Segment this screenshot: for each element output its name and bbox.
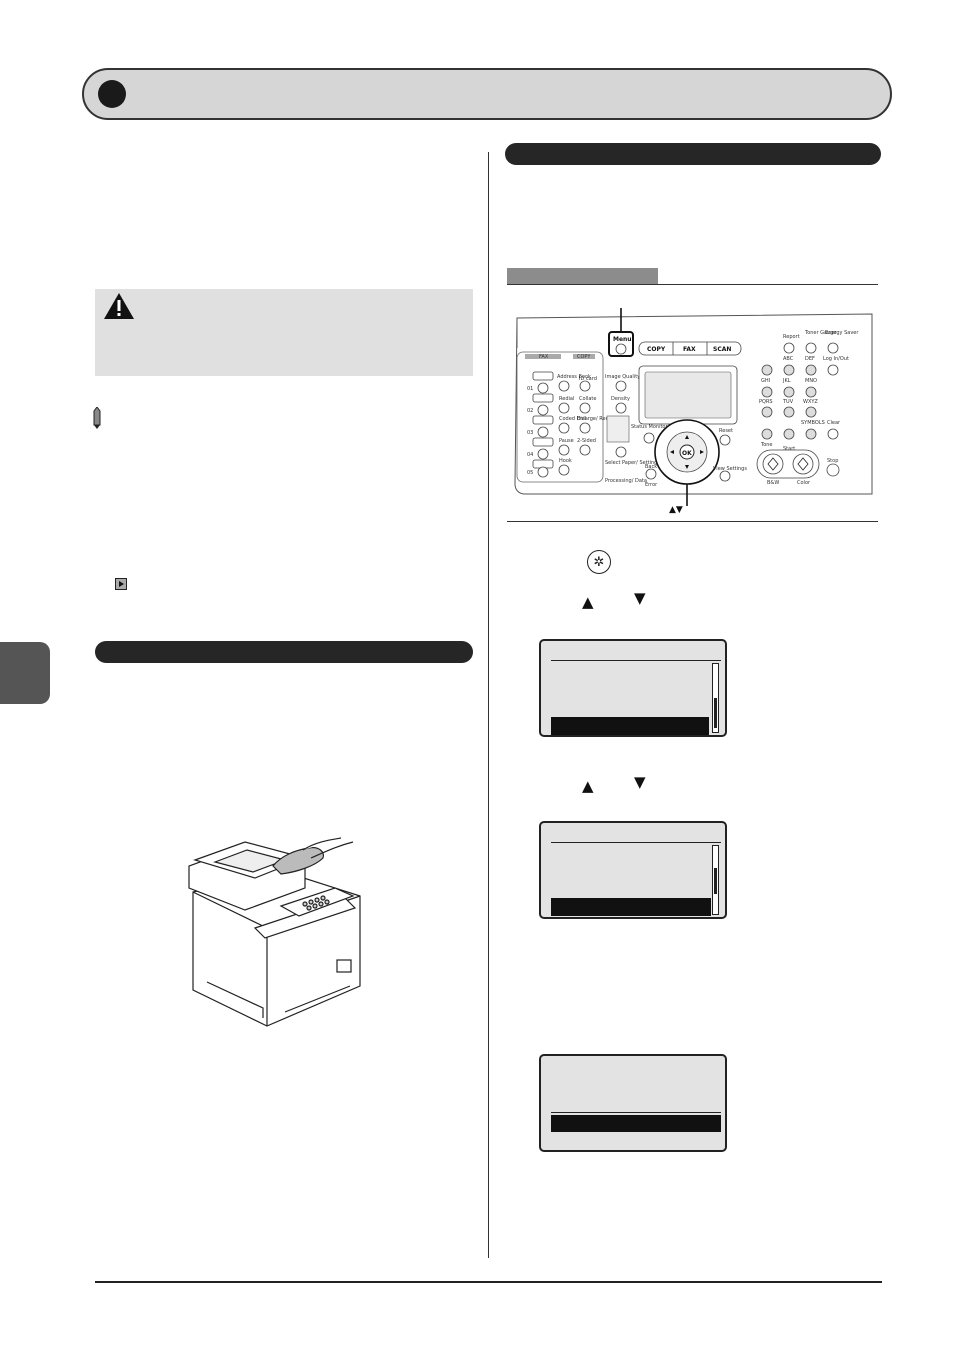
column-divider <box>488 152 489 1258</box>
lcd-1-scroll-thumb <box>714 698 717 728</box>
svg-text:GHI: GHI <box>761 378 770 384</box>
svg-text:Reset: Reset <box>719 428 733 434</box>
up-arrow-icon: ▲ <box>582 593 594 611</box>
svg-text:Density: Density <box>611 396 630 402</box>
svg-text:04: 04 <box>527 452 533 458</box>
arrow-right-icon <box>115 578 127 590</box>
svg-text:COPY: COPY <box>647 346 666 353</box>
lcd-1-selected-row <box>551 717 709 735</box>
lcd-screen-3 <box>539 1054 727 1152</box>
svg-text:FAX: FAX <box>539 354 549 360</box>
svg-text:Collate: Collate <box>579 396 596 402</box>
menu-key-icon: ✲ <box>587 550 611 574</box>
down-arrow-icon-2: ▼ <box>634 773 646 791</box>
svg-text:Clear: Clear <box>827 420 841 426</box>
down-arrow-icon: ▼ <box>634 589 646 607</box>
svg-text:Image Quality: Image Quality <box>605 374 640 380</box>
svg-text:Toner Gauge: Toner Gauge <box>804 330 837 336</box>
svg-text:02: 02 <box>527 408 533 414</box>
svg-text:OK: OK <box>682 450 692 457</box>
panel-top-rule <box>507 284 878 285</box>
svg-text:Coded Dial: Coded Dial <box>559 416 586 422</box>
svg-text:05: 05 <box>527 470 533 476</box>
lcd-2-scroll-thumb <box>714 868 717 894</box>
svg-text:Address Book: Address Book <box>557 374 591 380</box>
pencil-icon <box>93 407 101 429</box>
lcd-screen-1 <box>539 639 727 737</box>
section-heading-bar-left <box>95 641 473 663</box>
warning-triangle-icon <box>104 293 134 319</box>
svg-text:Pause: Pause <box>559 438 574 444</box>
svg-text:Report: Report <box>783 334 800 340</box>
svg-text:DEF: DEF <box>805 356 815 362</box>
svg-text:Back: Back <box>645 464 657 470</box>
svg-text:JKL: JKL <box>782 378 791 384</box>
svg-text:Processing/ Data: Processing/ Data <box>605 478 647 484</box>
svg-text:2-Sided: 2-Sided <box>577 438 596 444</box>
lcd-3-divider <box>551 1112 721 1113</box>
svg-text:WXYZ: WXYZ <box>803 399 818 405</box>
printer-cleaning-illustration <box>188 837 361 1027</box>
title-bullet <box>98 80 126 108</box>
section-heading-bar-right <box>505 143 881 165</box>
lcd-1-scrollbar <box>712 663 719 733</box>
lcd-2-selected-row <box>551 898 711 916</box>
control-panel-label <box>507 268 658 284</box>
svg-text:Error: Error <box>645 482 658 488</box>
svg-text:SCAN: SCAN <box>713 346 731 353</box>
svg-text:Log In/Out: Log In/Out <box>823 356 849 362</box>
svg-text:Stop: Stop <box>827 458 838 464</box>
arrow-keys-caption: ▲▼ <box>669 505 683 515</box>
svg-text:Start: Start <box>783 446 795 452</box>
svg-text:ABC: ABC <box>783 356 794 362</box>
lcd-1-divider <box>551 660 721 661</box>
svg-text:SYMBOLS: SYMBOLS <box>801 420 825 426</box>
lcd-2-divider <box>551 842 721 843</box>
svg-text:Color: Color <box>797 480 811 486</box>
control-panel-illustration: .t { font-family: "DejaVu Sans", sans-se… <box>514 308 873 506</box>
svg-text:Energy Saver: Energy Saver <box>825 330 859 336</box>
svg-text:01: 01 <box>527 386 533 392</box>
svg-text:Redial: Redial <box>559 396 574 402</box>
menu-key-glyph: ✲ <box>593 554 605 570</box>
up-arrow-icon-2: ▲ <box>582 777 594 795</box>
svg-text:ID card: ID card <box>579 376 597 382</box>
svg-text:B&W: B&W <box>767 480 779 486</box>
svg-text:TUV: TUV <box>782 399 794 405</box>
svg-text:Tone: Tone <box>760 442 773 448</box>
svg-text:COPY: COPY <box>577 354 591 360</box>
panel-bottom-rule <box>507 521 878 522</box>
svg-text:View Settings: View Settings <box>713 466 747 472</box>
footer-rule <box>95 1281 882 1283</box>
svg-text:PQRS: PQRS <box>759 399 773 405</box>
chapter-side-tab <box>0 642 50 704</box>
svg-text:Hook: Hook <box>559 458 572 464</box>
chapter-title-bar <box>82 68 892 120</box>
svg-text:FAX: FAX <box>683 346 696 353</box>
svg-text:Select Paper/ Settings: Select Paper/ Settings <box>605 460 660 466</box>
svg-text:MNO: MNO <box>805 378 817 384</box>
svg-text:Status Monitor/ Cancel: Status Monitor/ Cancel <box>631 424 688 430</box>
lcd-screen-2 <box>539 821 727 919</box>
svg-text:Menu: Menu <box>613 336 632 343</box>
lcd-3-selected-row <box>551 1115 721 1132</box>
caution-box <box>95 289 473 376</box>
svg-text:03: 03 <box>527 430 533 436</box>
svg-text:Enlarge/ Reduce: Enlarge/ Reduce <box>577 416 618 422</box>
lcd-2-scrollbar <box>712 845 719 915</box>
